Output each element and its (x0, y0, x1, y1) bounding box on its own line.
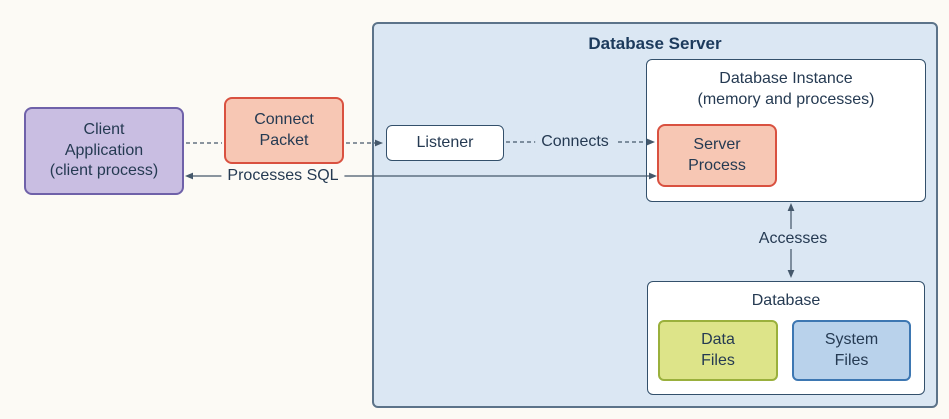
accesses-label: Accesses (752, 229, 834, 249)
database-server-title: Database Server (588, 34, 722, 53)
connects-label: Connects (535, 132, 615, 152)
server-process-node: Server Process (657, 124, 777, 187)
system-files-node: System Files (792, 320, 911, 381)
processes-sql-label: Processes SQL (221, 166, 345, 186)
database-instance-title: Database Instance (memory and processes) (697, 70, 875, 108)
database-title: Database (751, 292, 821, 309)
listener-node: Listener (386, 125, 504, 161)
data-files-node: Data Files (658, 320, 778, 381)
client-application-node: Client Application (client process) (24, 107, 184, 195)
connect-packet-node: Connect Packet (224, 97, 344, 164)
